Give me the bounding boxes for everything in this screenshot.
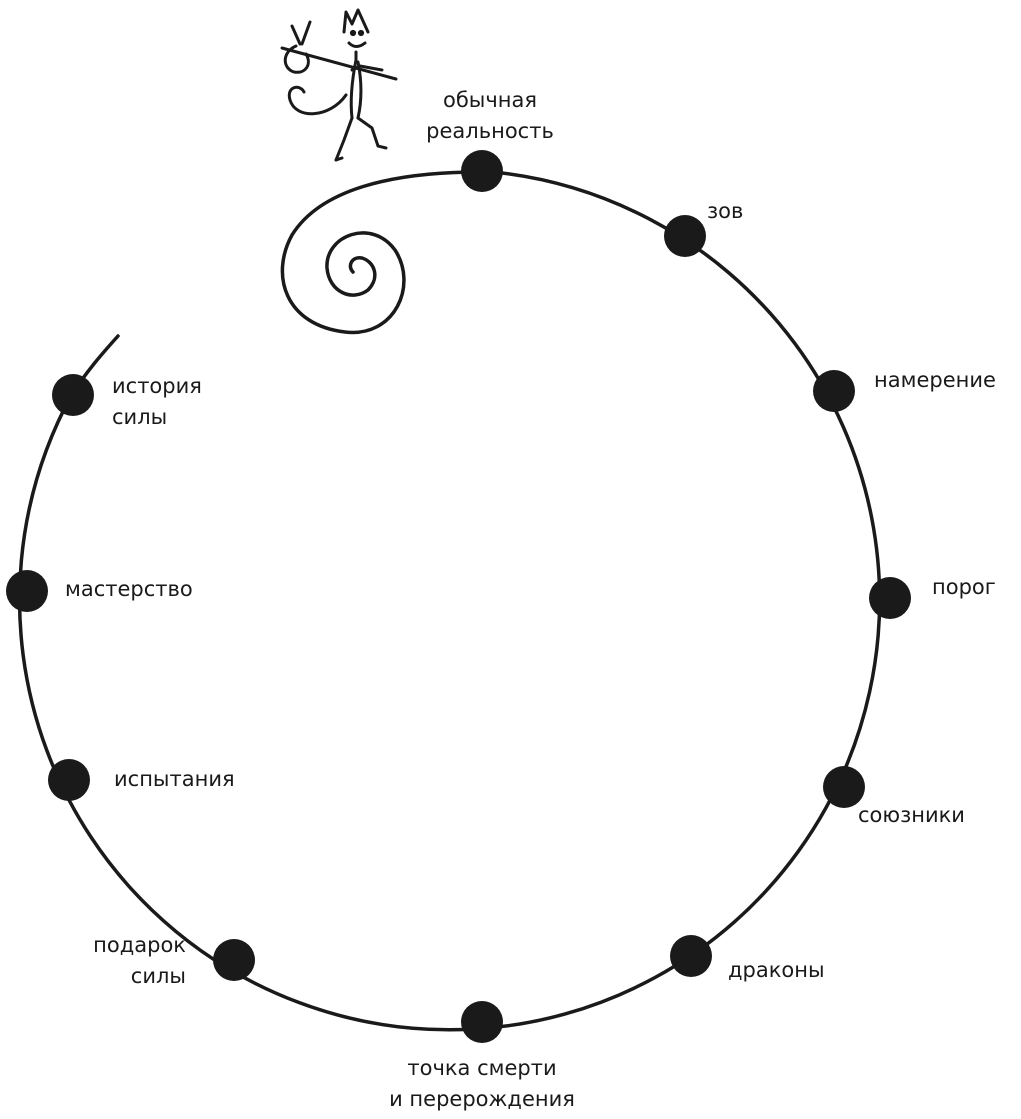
stage-label-line: точка смерти: [372, 1053, 592, 1084]
stage-node-story: [52, 374, 94, 416]
stage-label-line: подарок: [60, 930, 186, 961]
stage-node-ordinary: [461, 150, 503, 192]
stage-label-line: союзники: [858, 800, 965, 831]
stage-label-line: намерение: [874, 365, 996, 396]
stage-node-death-rebirth: [461, 1001, 503, 1043]
stage-node-threshold: [869, 577, 911, 619]
stage-label-line: драконы: [728, 955, 825, 986]
stage-label-intention: намерение: [874, 365, 996, 396]
stage-label-mastery: мастерство: [65, 574, 193, 605]
stage-label-call: зов: [707, 196, 743, 227]
stage-label-line: реальность: [410, 116, 570, 147]
stage-label-line: испытания: [114, 764, 235, 795]
stage-label-line: порог: [932, 572, 996, 603]
stage-node-mastery: [6, 570, 48, 612]
stage-label-story: история силы: [112, 371, 202, 433]
stage-label-trials: испытания: [114, 764, 235, 795]
stage-label-line: и перерождения: [372, 1084, 592, 1115]
stage-label-line: силы: [60, 961, 186, 992]
stage-label-allies: союзники: [858, 800, 965, 831]
stage-label-dragons: драконы: [728, 955, 825, 986]
stage-label-threshold: порог: [932, 572, 996, 603]
inner-spiral-line: [282, 172, 480, 332]
stage-node-gift: [213, 939, 255, 981]
stage-node-dragons: [670, 935, 712, 977]
stage-label-death-rebirth: точка смерти и перерождения: [372, 1053, 592, 1115]
stage-label-ordinary: обычная реальность: [410, 85, 570, 147]
stage-label-line: мастерство: [65, 574, 193, 605]
stage-label-line: силы: [112, 402, 202, 433]
stage-node-intention: [813, 370, 855, 412]
stage-label-gift: подарок силы: [60, 930, 186, 992]
stage-label-line: обычная: [410, 85, 570, 116]
stage-label-line: история: [112, 371, 202, 402]
traveler-cat-illustration: [282, 10, 396, 160]
stage-node-call: [664, 215, 706, 257]
stage-node-trials: [48, 759, 90, 801]
stage-label-line: зов: [707, 196, 743, 227]
